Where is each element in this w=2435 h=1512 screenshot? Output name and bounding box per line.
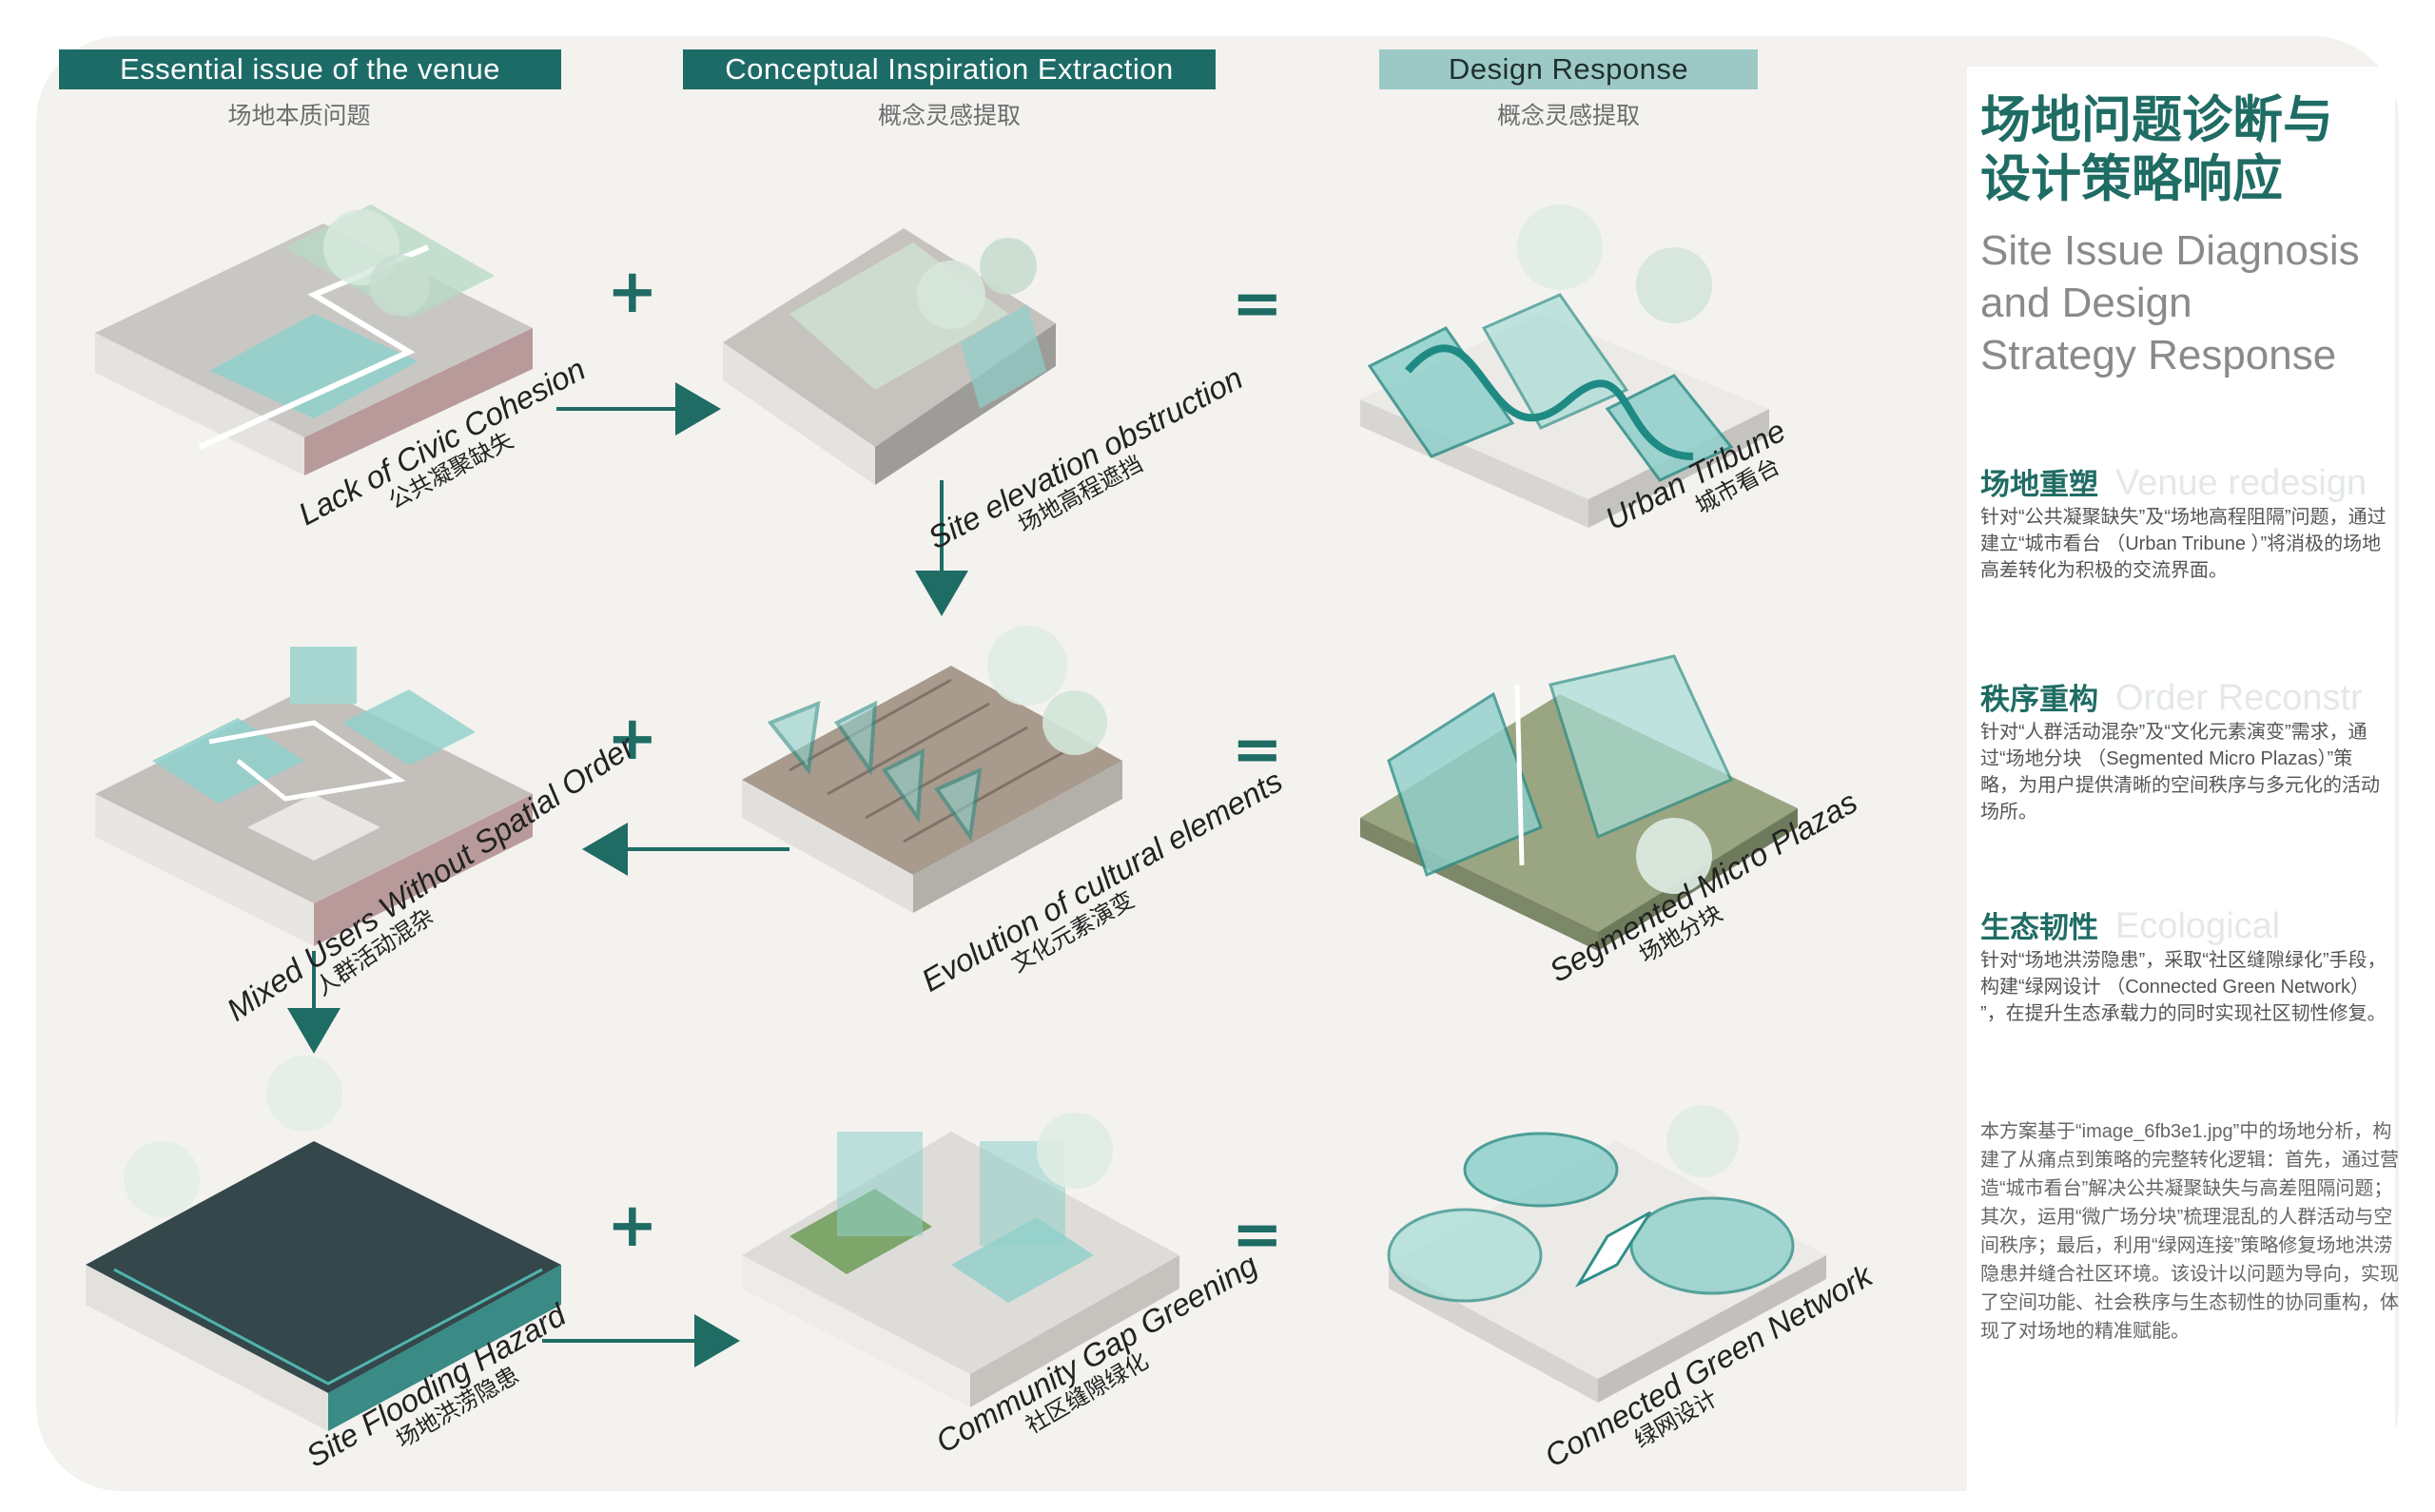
panel-title-cn: 场地问题诊断与设计策略响应 xyxy=(1980,92,2333,207)
header-response-cn: 概念灵感提取 xyxy=(1496,103,1640,129)
equals-row3: = xyxy=(1232,1200,1283,1270)
plus-row1: + xyxy=(607,257,658,327)
equals-row1: = xyxy=(1232,269,1283,339)
header-response: Design Response xyxy=(1379,49,1758,89)
block-green-network xyxy=(1387,1105,1826,1403)
block-mixed-users xyxy=(95,647,533,946)
block-cultural-evolution xyxy=(742,626,1122,913)
section-body-order: 针对“人群活动混杂”及“文化元素演变”需求，通过“场地分块 （Segmented… xyxy=(1980,722,2380,823)
summary-paragraph: 本方案基于“image_6fb3e1.jpg”中的场地分析，构建了从痛点到策略的… xyxy=(1980,1121,2399,1342)
section-body-ecological: 针对“场地洪涝隐患”，采取“社区缝隙绿化”手段，构建“绿网设计 （Connect… xyxy=(1980,950,2386,1024)
block-micro-plazas xyxy=(1360,654,1798,951)
header-inspiration-cn: 概念灵感提取 xyxy=(877,103,1021,129)
header-inspiration: Conceptual Inspiration Extraction xyxy=(683,49,1216,89)
block-civic-cohesion xyxy=(95,204,533,475)
header-issue-cn: 场地本质问题 xyxy=(227,103,371,129)
block-flooding xyxy=(86,1056,561,1431)
side-panel xyxy=(1967,67,2395,1493)
equals-row2: = xyxy=(1232,715,1283,785)
header-issue: Essential issue of the venue xyxy=(59,49,561,89)
plus-row2: + xyxy=(607,704,658,774)
section-body-venue: 针对“公共凝聚缺失”及“场地高程阻隔”问题，通过建立“城市看台 （Urban T… xyxy=(1980,507,2386,581)
plus-row3: + xyxy=(607,1191,658,1261)
block-urban-tribune xyxy=(1360,204,1769,528)
block-elevation xyxy=(723,228,1056,485)
block-gap-greening xyxy=(742,1113,1179,1407)
